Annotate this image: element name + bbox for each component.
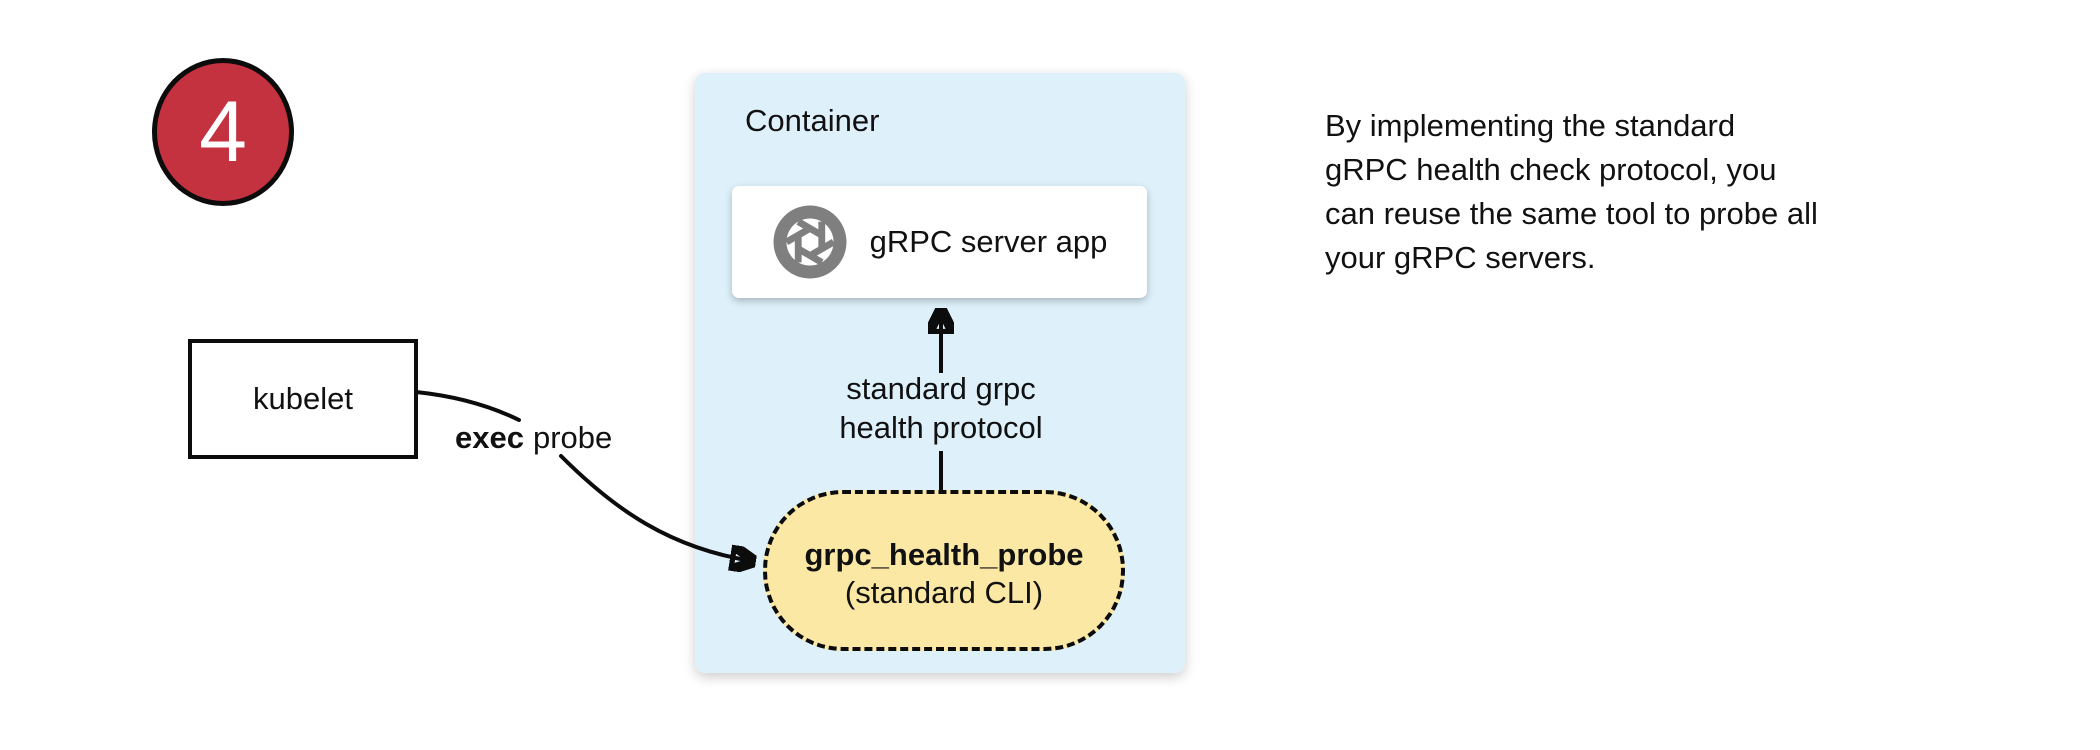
step-number: 4 bbox=[199, 84, 247, 180]
grpc-server-app-box: gRPC server app bbox=[732, 186, 1147, 298]
exec-probe-label-rest: probe bbox=[532, 420, 613, 455]
container-title: Container bbox=[745, 103, 880, 138]
aperture-icon bbox=[773, 205, 847, 279]
grpc-health-probe-name: grpc_health_probe bbox=[804, 536, 1084, 572]
note-line: gRPC health check protocol, you bbox=[1325, 152, 1777, 187]
kubelet-label: kubelet bbox=[253, 381, 353, 416]
grpc-health-probe-subtitle: (standard CLI) bbox=[844, 574, 1044, 610]
exec-probe-label-bold: exec bbox=[455, 420, 524, 455]
kubelet-box: kubelet bbox=[188, 339, 418, 459]
exec-probe-arrow-start bbox=[414, 390, 521, 422]
grpc-health-probe-box: grpc_health_probe (standard CLI) bbox=[763, 490, 1125, 651]
note-line: By implementing the standard bbox=[1325, 108, 1736, 143]
note-line: your gRPC servers. bbox=[1325, 240, 1596, 275]
note-text: By implementing the standard gRPC health… bbox=[1325, 104, 1818, 280]
health-protocol-label-line2: health protocol bbox=[839, 410, 1043, 445]
step-badge: 4 bbox=[152, 58, 294, 206]
health-protocol-label-line1: standard grpc bbox=[846, 371, 1036, 406]
note-line: can reuse the same tool to probe all bbox=[1325, 196, 1818, 231]
health-protocol-label: standard grpc health protocol bbox=[816, 369, 1066, 447]
grpc-server-app-label: gRPC server app bbox=[869, 224, 1108, 259]
